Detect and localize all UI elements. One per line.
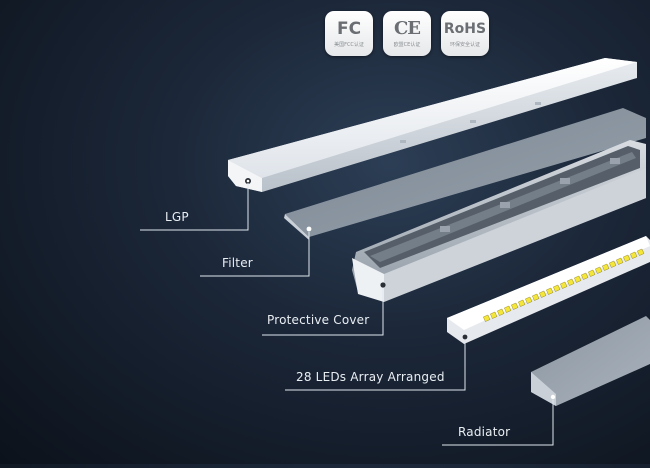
- filter-leader-line: [200, 232, 310, 277]
- leader-lines: [140, 183, 554, 446]
- filter-label: Filter: [222, 256, 253, 270]
- filter-part: [284, 108, 646, 240]
- protective-cover-leader-line: [262, 288, 384, 336]
- radiator-leader-line: [442, 400, 554, 446]
- lgp-part: [228, 58, 637, 192]
- protective-cover-part: [352, 140, 646, 302]
- fcc-caption: 美国FCC认证: [334, 41, 364, 48]
- rohs-logo: RoHS: [443, 20, 487, 37]
- lgp-label: LGP: [165, 210, 189, 224]
- leds-leader-line: [285, 340, 466, 391]
- rohs-caption: 环保安全认证: [449, 41, 480, 48]
- fcc-badge: FC 美国FCC认证: [325, 11, 373, 56]
- lgp-leader-line: [140, 183, 249, 231]
- rohs-badge: RoHS 环保安全认证: [441, 11, 489, 56]
- ce-badge: CE 欧盟CE认证: [383, 11, 431, 56]
- fcc-logo: FC: [336, 18, 362, 39]
- protective-cover-label: Protective Cover: [267, 313, 370, 327]
- leds-array-label: 28 LEDs Array Arranged: [296, 370, 445, 384]
- certification-badges: FC 美国FCC认证 CE 欧盟CE认证 RoHS 环保安全认证: [325, 11, 489, 56]
- led-board-part: [447, 236, 650, 344]
- led-array: [483, 248, 645, 322]
- radiator-label: Radiator: [458, 425, 511, 439]
- ce-caption: 欧盟CE认证: [393, 41, 421, 48]
- ce-logo: CE: [393, 17, 421, 39]
- radiator-part: [531, 316, 650, 406]
